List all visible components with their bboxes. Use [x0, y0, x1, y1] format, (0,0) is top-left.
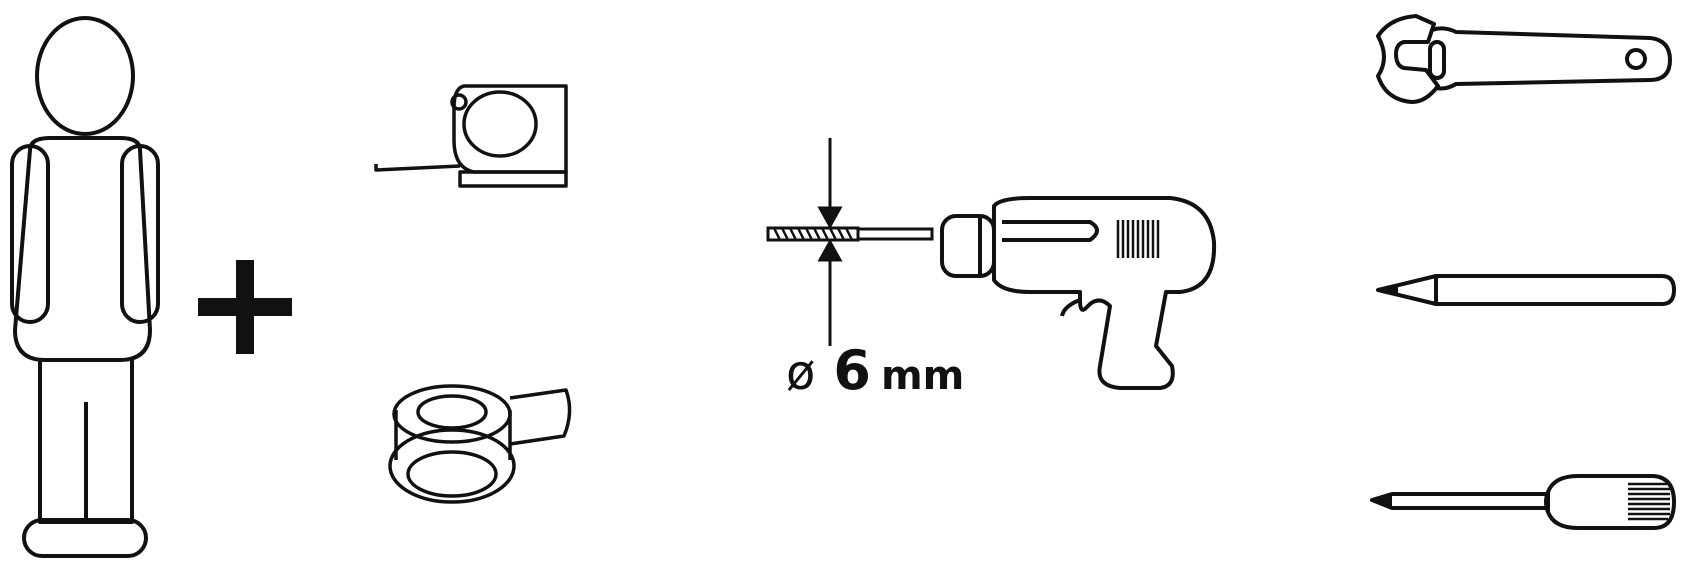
drill-icon: [940, 196, 1217, 390]
tape-roll-icon: [388, 384, 572, 504]
tape-measure-icon: [374, 84, 568, 188]
pencil-icon: [1376, 274, 1676, 306]
diameter-symbol: ø: [786, 345, 816, 401]
screwdriver-icon: [1370, 474, 1676, 530]
person-icon: [10, 16, 160, 558]
wrench-icon: [1376, 14, 1672, 104]
plus-icon: [198, 260, 292, 354]
diameter-value: 6: [833, 339, 871, 402]
drill-bit-icon: [766, 138, 934, 346]
diameter-unit: mm: [880, 353, 965, 399]
